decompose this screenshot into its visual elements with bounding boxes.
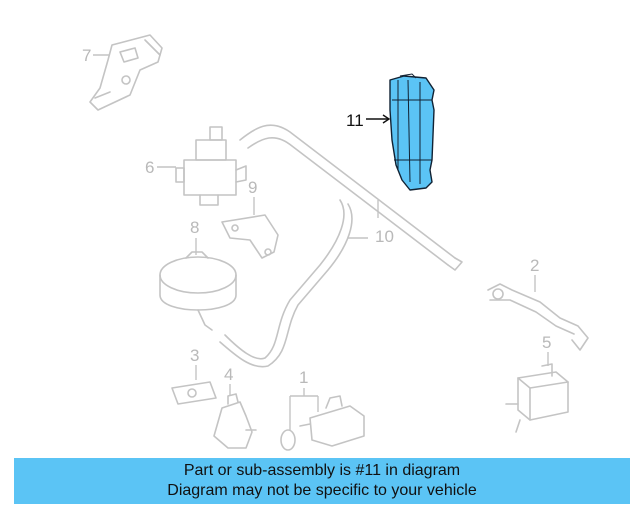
callout-11: 11 xyxy=(346,111,364,130)
part-2-pipe xyxy=(487,283,589,351)
part-hose-lower xyxy=(219,199,353,368)
part-hose-upper xyxy=(239,124,463,271)
part-6-valve xyxy=(175,126,247,206)
part-3-gasket xyxy=(171,381,217,405)
callout-7: 7 xyxy=(82,46,91,65)
part-1-valve xyxy=(280,395,365,451)
callout-10: 10 xyxy=(375,227,394,246)
part-7-bracket xyxy=(89,34,163,111)
parts-diagram: 7 6 10 9 8 xyxy=(82,34,589,451)
callout-4: 4 xyxy=(224,365,233,384)
banner-line-disclaimer: Diagram may not be specific to your vehi… xyxy=(167,482,477,499)
leader-1 xyxy=(289,388,319,430)
callout-2: 2 xyxy=(530,256,539,275)
callout-8: 8 xyxy=(190,218,199,237)
info-banner: Part or sub-assembly is #11 in diagram D… xyxy=(14,458,630,504)
callout-1: 1 xyxy=(299,368,308,387)
callout-6: 6 xyxy=(145,158,154,177)
callout-9: 9 xyxy=(248,178,257,197)
part-11-canister xyxy=(389,73,435,191)
callout-3: 3 xyxy=(190,346,199,365)
part-5-valve xyxy=(505,363,569,433)
part-9-bracket xyxy=(221,214,279,259)
callout-5: 5 xyxy=(542,333,551,352)
part-8-reservoir xyxy=(159,251,237,331)
banner-line-part: Part or sub-assembly is #11 in diagram xyxy=(183,462,461,479)
part-4-sensor xyxy=(213,393,257,449)
leader-11-arrow xyxy=(382,114,391,124)
